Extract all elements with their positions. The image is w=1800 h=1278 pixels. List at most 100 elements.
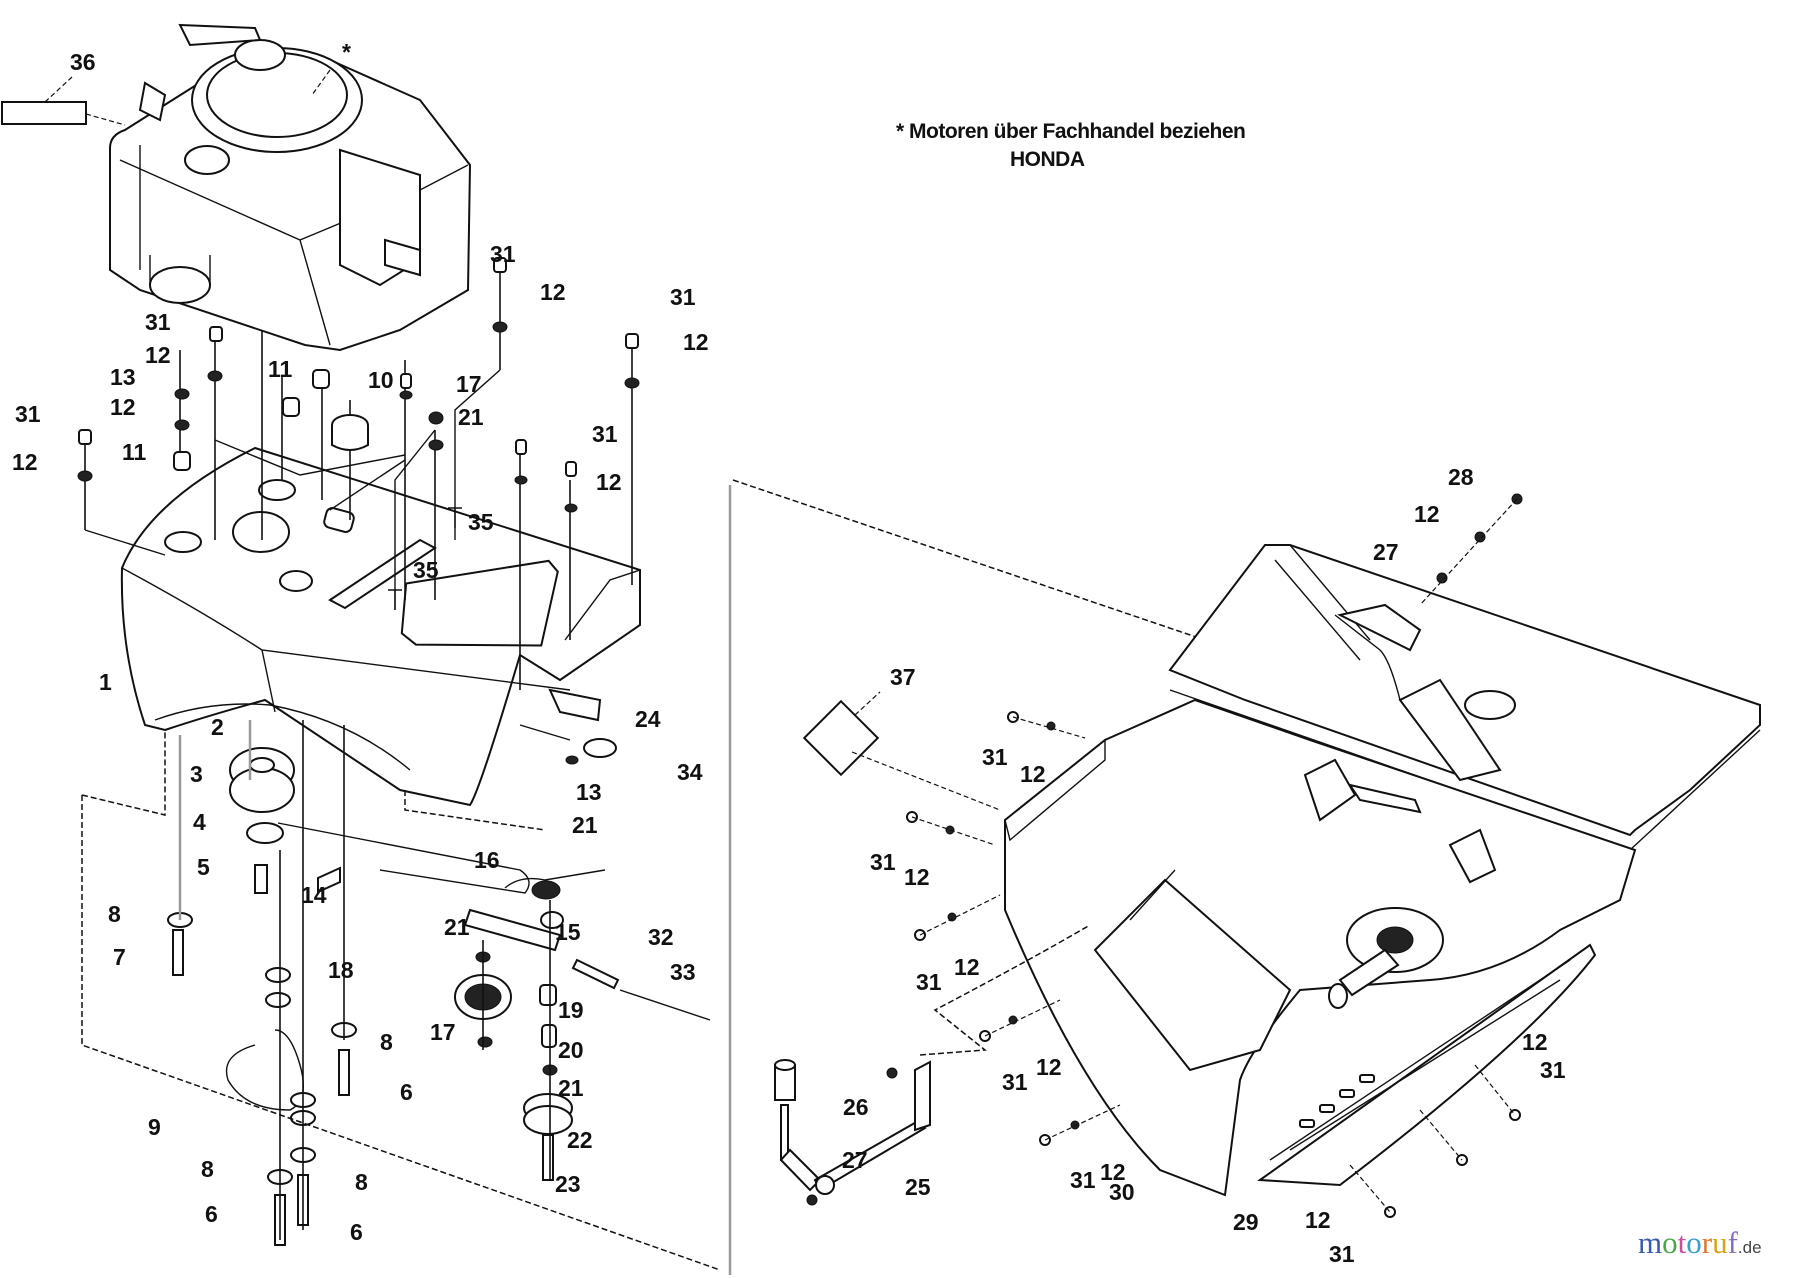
logo-letter: o — [1686, 1225, 1702, 1260]
callout-31: 31 — [1070, 1167, 1096, 1193]
fasteners-left — [77, 257, 640, 610]
callout-21: 21 — [444, 914, 470, 940]
callout-21: 21 — [458, 404, 484, 430]
callout-31: 31 — [670, 284, 696, 310]
callout-31: 31 — [1329, 1241, 1355, 1267]
callout-16: 16 — [474, 847, 500, 873]
motoruf-logo[interactable]: motoruf.de — [1638, 1225, 1762, 1261]
callout-29: 29 — [1233, 1209, 1259, 1235]
callout-3: 3 — [190, 761, 203, 787]
callout-31: 31 — [916, 969, 942, 995]
callout-8: 8 — [201, 1156, 214, 1182]
callout-31: 31 — [870, 849, 896, 875]
label-sticker-37 — [802, 691, 1001, 811]
callout-5: 5 — [197, 854, 210, 880]
callout-12: 12 — [683, 329, 709, 355]
callout-8: 8 — [355, 1169, 368, 1195]
callout-17: 17 — [456, 371, 482, 397]
logo-letter: u — [1712, 1225, 1728, 1260]
callout-12: 12 — [1305, 1207, 1331, 1233]
callout-12: 12 — [1414, 501, 1440, 527]
callout-27: 27 — [1373, 539, 1399, 565]
callout-24: 24 — [635, 706, 661, 732]
logo-letter: o — [1662, 1225, 1678, 1260]
callout-15: 15 — [555, 919, 581, 945]
engine-supply-note: * Motoren über Fachhandel beziehen — [896, 120, 1246, 143]
callout-12: 12 — [1522, 1029, 1548, 1055]
callout-25: 25 — [905, 1174, 931, 1200]
callout-4: 4 — [193, 809, 206, 835]
callout-21: 21 — [572, 812, 598, 838]
callout-27: 27 — [842, 1147, 868, 1173]
lever-assembly — [774, 924, 1091, 1206]
callout-12: 12 — [596, 469, 622, 495]
skid-plate-part-29 — [1257, 943, 1597, 1187]
callout-12: 12 — [1036, 1054, 1062, 1080]
callout-6: 6 — [205, 1201, 218, 1227]
callout-12: 12 — [540, 279, 566, 305]
logo-letter: m — [1638, 1225, 1663, 1260]
chute-housing-part-30 — [1004, 698, 1637, 1197]
callout-6: 6 — [400, 1079, 413, 1105]
idler-assembly — [454, 688, 711, 1181]
callout-8: 8 — [380, 1029, 393, 1055]
callout-17: 17 — [430, 1019, 456, 1045]
hardware-axes-left — [84, 260, 633, 690]
callout-36: 36 — [70, 49, 96, 75]
callout-31: 31 — [1002, 1069, 1028, 1095]
callout-19: 19 — [558, 997, 584, 1023]
callout-10: 10 — [368, 367, 394, 393]
engine-brand-note: HONDA — [1010, 148, 1085, 171]
callout-31: 31 — [982, 744, 1008, 770]
callout-6: 6 — [350, 1219, 363, 1245]
callout-20: 20 — [558, 1037, 584, 1063]
callout-8: 8 — [108, 901, 121, 927]
callout-31: 31 — [490, 241, 516, 267]
callout-2: 2 — [211, 714, 224, 740]
callout-13: 13 — [576, 779, 602, 805]
logo-tld: .de — [1737, 1238, 1762, 1257]
logo-letter: f — [1727, 1225, 1738, 1260]
pulley-assembly — [167, 720, 530, 1246]
callout-31: 31 — [15, 401, 41, 427]
callout-32: 32 — [648, 924, 674, 950]
callout-12: 12 — [904, 864, 930, 890]
callout-12: 12 — [12, 449, 38, 475]
callout-31: 31 — [592, 421, 618, 447]
callout-12: 12 — [110, 394, 136, 420]
callout-9: 9 — [148, 1114, 161, 1140]
callout-7: 7 — [113, 944, 126, 970]
callout-12: 12 — [1100, 1159, 1126, 1185]
fasteners-right — [906, 493, 1523, 1218]
callout-14: 14 — [301, 882, 327, 908]
callout-30: 30 — [1109, 1179, 1135, 1205]
callout-33: 33 — [670, 959, 696, 985]
callout-26: 26 — [843, 1094, 869, 1120]
frame-right — [732, 479, 1206, 641]
callout-37: 37 — [890, 664, 916, 690]
callout-35: 35 — [468, 509, 494, 535]
callout-1: 1 — [99, 669, 112, 695]
callout-11: 11 — [268, 356, 293, 382]
logo-wordmark: motoruf — [1638, 1225, 1738, 1261]
logo-letter: r — [1701, 1225, 1713, 1260]
callout-22: 22 — [567, 1127, 593, 1153]
callout-28: 28 — [1448, 464, 1474, 490]
callout-18: 18 — [328, 957, 354, 983]
callout-12: 12 — [145, 342, 171, 368]
engine — [109, 23, 472, 352]
callout-12: 12 — [954, 954, 980, 980]
callout-12: 12 — [1020, 761, 1046, 787]
callout-34: 34 — [677, 759, 703, 785]
callout-13: 13 — [110, 364, 136, 390]
callout-31: 31 — [1540, 1057, 1566, 1083]
frame-left — [81, 730, 721, 1271]
label-sticker-36 — [1, 76, 126, 126]
housing-part-1 — [120, 446, 641, 807]
callout-23: 23 — [555, 1171, 581, 1197]
handle-frame — [1168, 544, 1761, 851]
logo-letter: t — [1677, 1225, 1687, 1260]
callout-35: 35 — [413, 557, 439, 583]
